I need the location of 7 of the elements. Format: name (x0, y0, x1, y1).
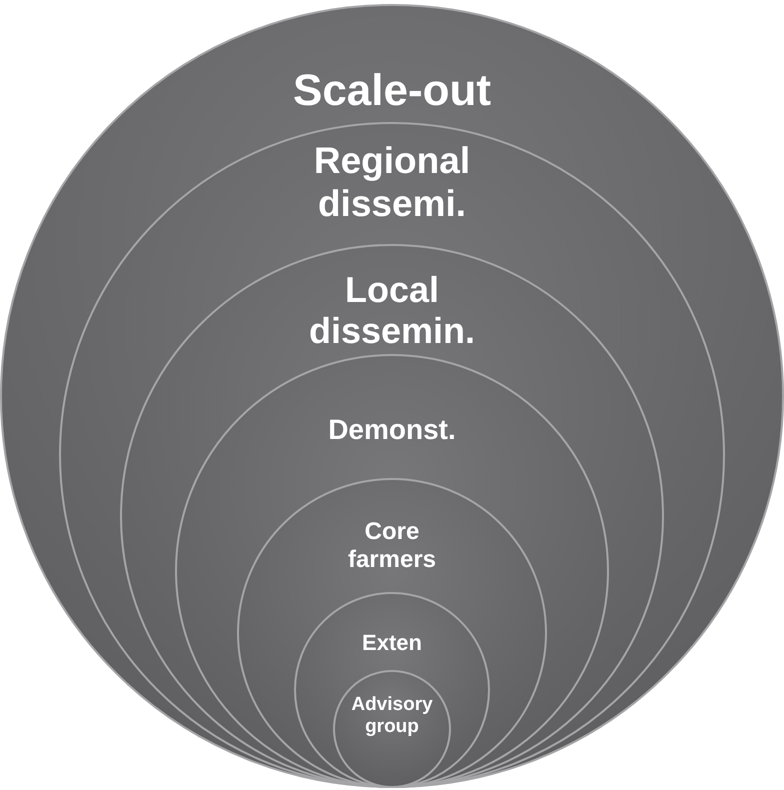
circle-label: Exten (361, 630, 423, 656)
circle-label: Scale-out (292, 66, 492, 117)
circle-label: Advisory group (350, 694, 434, 738)
circle-label: Core farmers (346, 518, 438, 574)
circle-label: Regional dissemi. (312, 140, 472, 226)
circle-label: Demonst. (327, 414, 457, 446)
circle-label: Local dissemin. (308, 269, 476, 352)
